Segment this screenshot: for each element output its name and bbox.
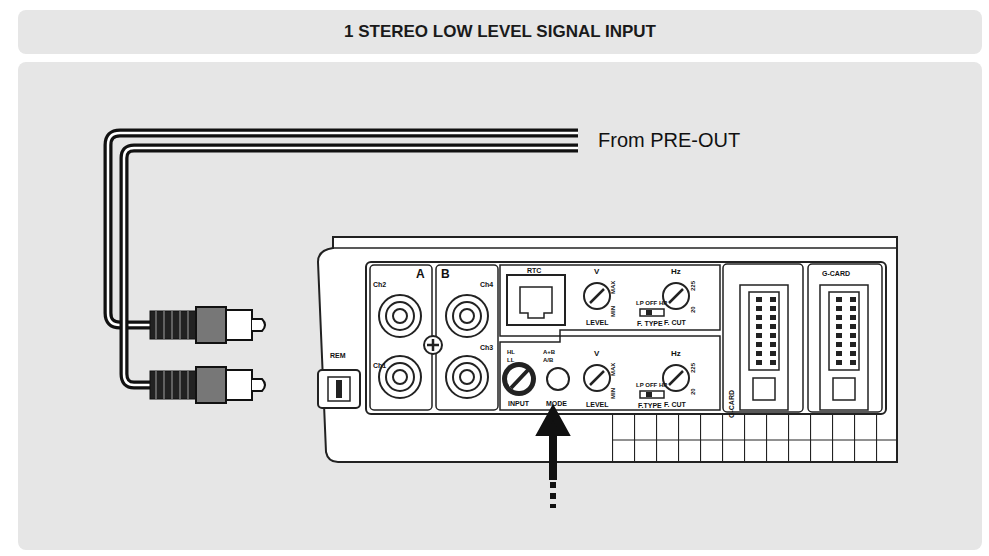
panel-label: RTC (527, 267, 541, 274)
panel-label: A+B (543, 349, 555, 355)
panel-label: F. CUT (664, 319, 686, 326)
panel-label: F. CUT (664, 401, 686, 408)
panel-label: Ch3 (480, 344, 493, 351)
panel-label: V (594, 350, 599, 358)
panel-label: 225 (690, 363, 696, 373)
panel-label: LP OFF HP (636, 300, 667, 306)
panel-label: Ch1 (373, 362, 386, 369)
panel-label: LP OFF HP (636, 382, 667, 388)
panel-label: 20 (690, 306, 696, 313)
panel-label: INPUT (508, 400, 529, 407)
panel-label: Hz (671, 268, 681, 276)
panel-label: F. TYPE (637, 320, 663, 327)
panel-label: A (416, 268, 425, 280)
panel-label: G-CARD (728, 390, 735, 418)
panel-label: MAX (610, 281, 616, 294)
panel-label: MODE (546, 400, 567, 407)
panel-label: 225 (690, 281, 696, 291)
panel-label: MIN (610, 306, 616, 317)
panel-label: F.TYPE (638, 402, 662, 409)
panel-label: HL (507, 349, 515, 355)
panel-label: Hz (671, 350, 681, 358)
panel-label: LEVEL (586, 319, 609, 326)
panel-label: MIN (610, 388, 616, 399)
title: 1 STEREO LOW LEVEL SIGNAL INPUT (18, 22, 982, 42)
panel-label: LEVEL (586, 401, 609, 408)
cable-label: From PRE-OUT (598, 130, 740, 150)
panel-label: LL (507, 357, 514, 363)
panel-label: V (594, 268, 599, 276)
panel-label: A/B (543, 357, 553, 363)
panel-label: Ch2 (373, 281, 386, 288)
panel-label: 20 (690, 388, 696, 395)
panel-label: B (441, 268, 450, 280)
panel-label: MAX (610, 363, 616, 376)
panel-label: REM (330, 352, 346, 359)
panel-label: Ch4 (480, 281, 493, 288)
panel-label: G-CARD (822, 270, 850, 277)
